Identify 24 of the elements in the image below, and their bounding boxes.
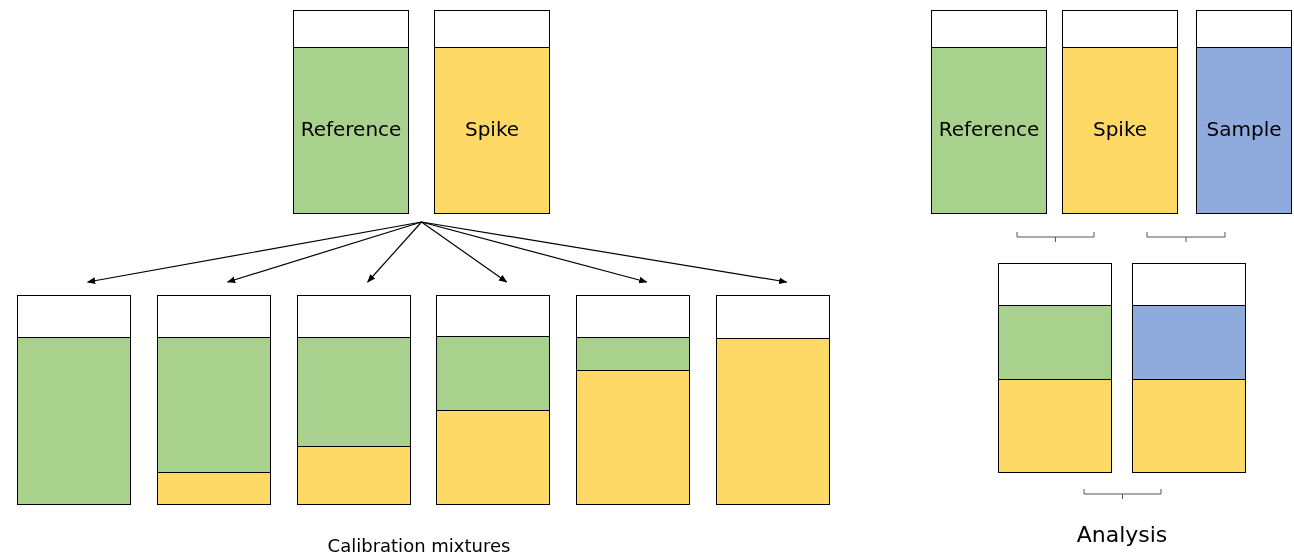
vial [931, 10, 1047, 214]
vial-label: Reference [299, 117, 403, 141]
arrow [420, 221, 508, 283]
vial [293, 10, 409, 214]
vial [297, 295, 411, 505]
vial [998, 263, 1112, 473]
vial-label: Spike [463, 117, 521, 141]
arrow [226, 221, 423, 283]
arrow [367, 221, 423, 283]
arrow [420, 221, 788, 285]
caption-text: Analysis [1076, 522, 1168, 547]
vial [1062, 10, 1178, 214]
vial [716, 295, 830, 505]
vial-label: Reference [937, 117, 1041, 141]
vial [434, 10, 550, 214]
vial [436, 295, 550, 505]
vial-label: Sample [1205, 117, 1283, 141]
caption-text: Calibration mixtures [327, 535, 511, 556]
vial [1132, 263, 1246, 473]
vial [576, 295, 690, 505]
vial [157, 295, 271, 505]
vial [1196, 10, 1292, 214]
vial-label: Spike [1091, 117, 1149, 141]
vial [17, 295, 131, 505]
